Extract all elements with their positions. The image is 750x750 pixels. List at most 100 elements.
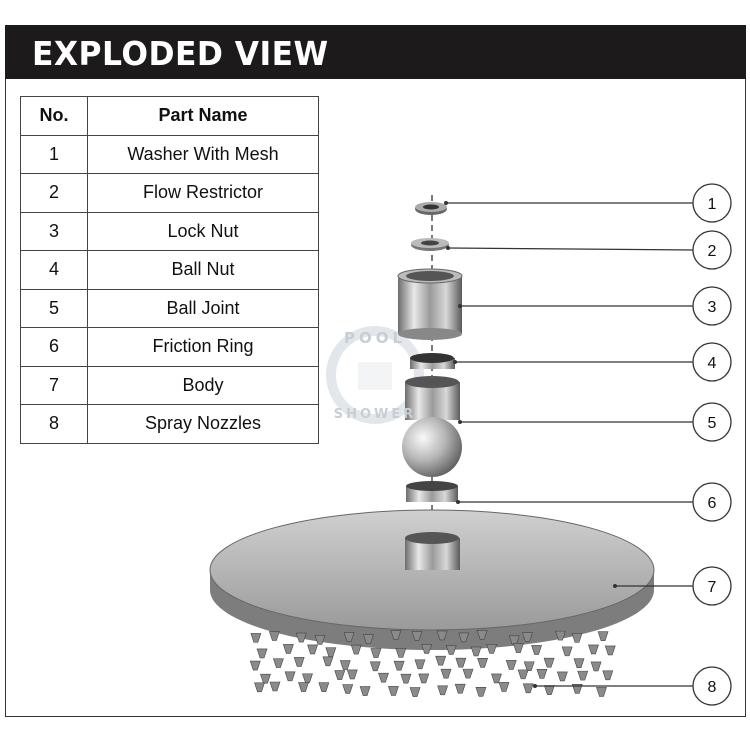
nozzle [322, 656, 334, 667]
callout-2: 2 [446, 230, 732, 270]
leader-dot [458, 304, 462, 308]
nozzle [596, 687, 607, 697]
callout-circle [692, 286, 732, 326]
callout-circle [692, 402, 732, 442]
part-name: Ball Nut [87, 250, 319, 290]
callout-3: 3 [458, 286, 732, 326]
nozzle [346, 669, 358, 680]
nozzle [260, 673, 271, 684]
nozzle [536, 669, 548, 679]
callout-circle [692, 230, 732, 270]
watermark-text-top: POOL [344, 329, 406, 347]
nozzle [293, 657, 305, 667]
nozzle [359, 686, 371, 696]
table-header-row: No. Part Name [20, 96, 319, 136]
callout-number: 5 [708, 415, 717, 432]
nozzle [435, 655, 447, 666]
nozzle [250, 633, 262, 643]
nozzle [388, 686, 399, 696]
nozzle [400, 673, 412, 684]
nozzle [476, 630, 488, 640]
nozzle [590, 661, 602, 672]
part-name: Washer With Mesh [87, 134, 319, 174]
nozzle [318, 682, 330, 692]
nozzle [334, 670, 346, 680]
friction-ring-part [406, 481, 458, 502]
nozzle [302, 673, 313, 684]
nozzle [307, 644, 318, 655]
callout-number: 3 [708, 299, 717, 316]
nozzle [343, 632, 355, 642]
ball-joint-part [402, 376, 462, 477]
part-name: Ball Joint [87, 288, 319, 328]
nozzle [597, 631, 609, 641]
nozzle [437, 685, 449, 696]
callout-circle [692, 666, 732, 706]
leader-dot [453, 360, 457, 364]
part-number: 5 [20, 288, 88, 328]
nozzle [369, 661, 381, 672]
nozzle [411, 631, 423, 641]
nozzle [390, 630, 402, 640]
nozzle [409, 687, 421, 697]
nozzle [436, 630, 448, 641]
callout-8: 8 [533, 666, 732, 706]
ball-nut-part [410, 353, 455, 369]
page-title: EXPLODED VIEW [32, 34, 329, 73]
pool-shower-watermark [326, 326, 424, 424]
nozzle [272, 658, 284, 668]
nozzle [602, 670, 614, 681]
leader-dot [613, 584, 617, 588]
nozzle [505, 660, 517, 670]
part-number: 6 [20, 327, 88, 367]
part-number: 3 [20, 211, 88, 251]
callout-circle [692, 482, 732, 522]
column-header-no: No. [20, 96, 88, 136]
nozzle [284, 671, 296, 682]
nozzle [512, 643, 524, 653]
nozzle [522, 632, 533, 642]
callout-circle [692, 566, 732, 606]
nozzle [455, 657, 467, 668]
nozzle [445, 645, 457, 655]
callout-number: 8 [708, 679, 717, 696]
spray-nozzles [249, 630, 616, 697]
nozzle [421, 644, 433, 654]
nozzle [588, 644, 599, 655]
nozzle [517, 669, 529, 680]
nozzle [555, 630, 566, 641]
watermark-text-bottom: SHOWER [334, 407, 417, 422]
nozzle [531, 645, 542, 655]
callout-1: 1 [444, 183, 732, 223]
nozzle [604, 645, 616, 656]
callout-circle [692, 342, 732, 382]
column-header-part-name: Part Name [87, 96, 319, 136]
callout-circle [692, 183, 732, 223]
nozzle [342, 684, 354, 694]
nozzle [254, 682, 265, 693]
callout-5: 5 [458, 402, 732, 442]
flow-restrictor-part [411, 238, 449, 251]
nozzle [458, 632, 470, 643]
nozzle [522, 683, 534, 694]
nozzle [350, 644, 362, 655]
lock-nut-part [397, 268, 463, 340]
nozzle [282, 644, 294, 654]
nozzle [571, 633, 583, 643]
leader-dot [444, 201, 448, 205]
nozzle [543, 685, 555, 695]
leader-dot [458, 420, 462, 424]
nozzle [543, 657, 555, 668]
callout-6: 6 [456, 482, 732, 522]
nozzle [370, 648, 382, 658]
nozzle [418, 673, 430, 684]
washer-with-mesh-part [415, 202, 447, 215]
